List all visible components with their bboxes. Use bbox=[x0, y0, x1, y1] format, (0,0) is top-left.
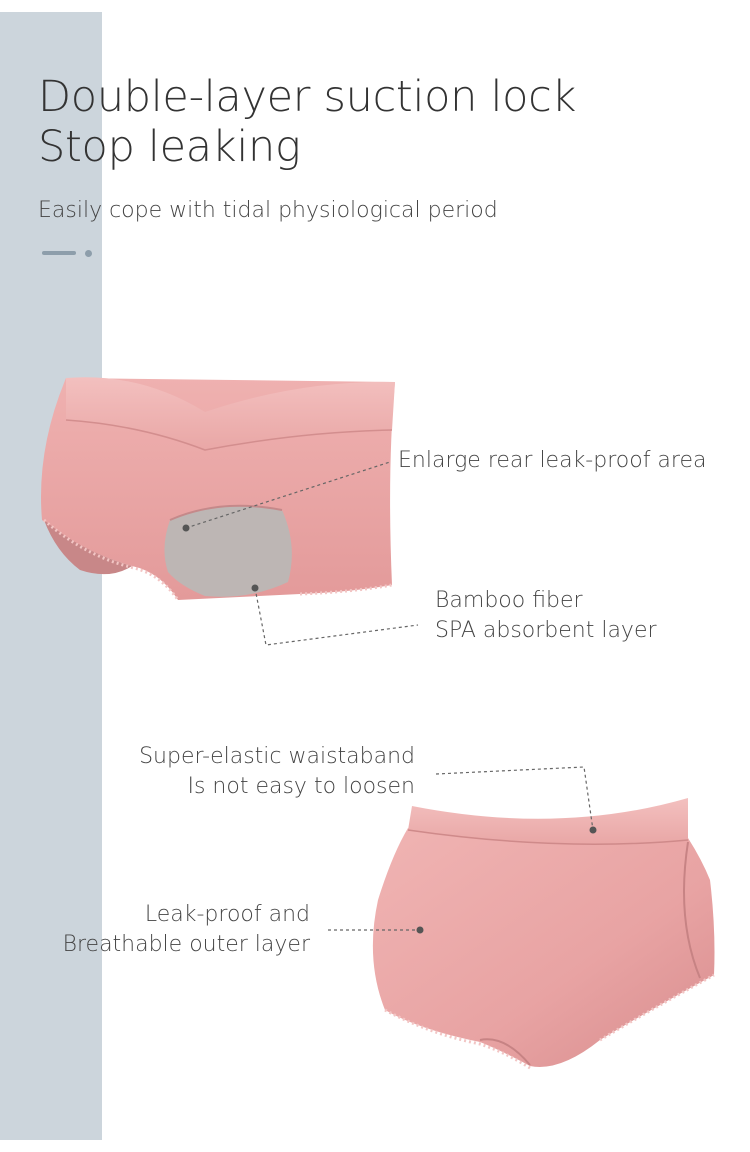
title-line-2: Stop leaking bbox=[38, 122, 301, 172]
accent-dot bbox=[85, 250, 92, 257]
callout-waistband-line-1: Super-elastic waistaband bbox=[139, 744, 415, 769]
callout-outer-line-1: Leak-proof and bbox=[144, 902, 310, 927]
front-view-product bbox=[41, 377, 395, 601]
back-waistband bbox=[408, 798, 688, 845]
callout-leader-lines bbox=[185, 461, 594, 931]
page-title: Double-layer suction lock Stop leaking bbox=[38, 72, 576, 172]
side-color-band bbox=[0, 12, 102, 1140]
callout-outer-line-2: Breathable outer layer bbox=[62, 932, 310, 957]
callout-outer-layer: Leak-proof and Breathable outer layer bbox=[63, 900, 310, 960]
callout-dots bbox=[182, 524, 597, 934]
accent-dash bbox=[42, 251, 76, 255]
callout-waistband-line-2: Is not easy to loosen bbox=[187, 774, 415, 799]
back-view-product bbox=[372, 798, 715, 1070]
leader-waistband bbox=[435, 766, 594, 831]
callout-waistband: Super-elastic waistaband Is not easy to … bbox=[139, 742, 415, 802]
dot-absorbent bbox=[251, 584, 259, 592]
back-gusset bbox=[479, 1038, 531, 1066]
back-lace-trim bbox=[384, 973, 715, 1070]
title-line-1: Double-layer suction lock bbox=[38, 72, 577, 122]
callout-rear-area: Enlarge rear leak-proof area bbox=[398, 448, 707, 473]
front-lace-trim bbox=[42, 518, 393, 601]
dot-outer-layer bbox=[416, 926, 424, 934]
dot-rear-area bbox=[182, 524, 190, 532]
subtitle: Easily cope with tidal physiological per… bbox=[38, 198, 498, 223]
dot-waistband bbox=[589, 826, 597, 834]
back-waistband-seam bbox=[407, 829, 689, 845]
leg-opening-shadow bbox=[44, 520, 132, 575]
callout-absorbent-line-1: Bamboo fiber bbox=[435, 588, 583, 613]
leader-absorbent bbox=[254, 587, 419, 646]
back-side-seam bbox=[683, 841, 701, 979]
back-body bbox=[372, 828, 715, 1067]
lining-edge bbox=[169, 504, 283, 521]
callout-absorbent-layer: Bamboo fiber SPA absorbent layer bbox=[435, 586, 657, 646]
callout-absorbent-line-2: SPA absorbent layer bbox=[435, 618, 657, 643]
leak-proof-lining bbox=[164, 505, 292, 597]
front-waistband-edge bbox=[65, 419, 393, 451]
